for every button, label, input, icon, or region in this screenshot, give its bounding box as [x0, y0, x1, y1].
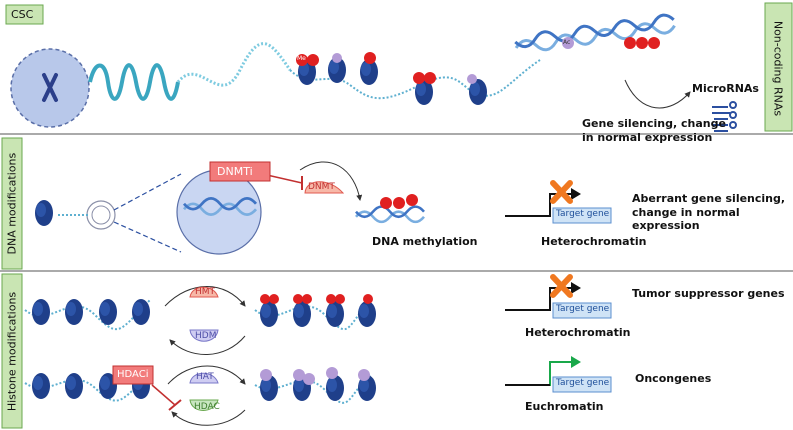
hat-enzyme [189, 372, 219, 384]
histone-heterochromatin-label: Heterochromatin [525, 326, 631, 339]
acetyl-mark [293, 369, 305, 381]
methyl-mark [307, 54, 319, 66]
acetyl-mark [467, 74, 477, 84]
acetyl-mark [332, 53, 342, 63]
hdaci-label: HDACi [117, 369, 149, 380]
methyl-mark [293, 294, 303, 304]
micrornas-label: MicroRNAs [692, 82, 759, 95]
methyl-mark [648, 37, 660, 49]
methyl-mark [269, 294, 279, 304]
chromatin-coil [88, 42, 292, 101]
dna-methylation-label: DNA methylation [372, 235, 478, 248]
methyl-mark [393, 197, 405, 209]
tumor-target-gene-label: Target gene [556, 304, 610, 314]
csc-label-box [5, 4, 44, 25]
gene-silencing-label: Gene silencing, change [582, 117, 726, 130]
methyl-mark [636, 37, 648, 49]
dnmti-label: DNMTi [217, 165, 253, 178]
nucleosome-fiber [289, 52, 541, 105]
methyl-mark [296, 54, 308, 66]
dna-modifications-box [1, 137, 23, 270]
dna-heterochromatin-label: Heterochromatin [541, 235, 647, 248]
silencing-arrow [624, 79, 691, 109]
hdm-label: HDM [195, 331, 217, 341]
dnmti-box [209, 161, 271, 182]
ac-mark-label: Ac [563, 39, 571, 46]
methyl-mark [335, 294, 345, 304]
methyl-mark [326, 294, 336, 304]
methyl-mark [363, 294, 373, 304]
methyl-mark [380, 197, 392, 209]
inhibit-line [151, 384, 176, 406]
hdaci-box [112, 365, 154, 385]
hmt-enzyme [189, 286, 219, 298]
histone-modifications-label: Histone modifications [5, 291, 19, 412]
methyl-mark [302, 294, 312, 304]
acetyl-mark [326, 367, 338, 379]
methyl-mark [364, 52, 376, 64]
acetyl-mark [358, 369, 370, 381]
gene-silencing-label-2: in normal expression [582, 131, 713, 144]
dna-panel [35, 161, 612, 255]
histone-modifications-box [1, 273, 23, 429]
me-mark-label: Me [297, 55, 306, 62]
tumor-suppressor-label: Tumor suppressor genes [632, 287, 785, 300]
aberrant-silencing-label-2: change in normal expression [632, 206, 740, 232]
hdm-enzyme [189, 329, 219, 342]
oncogene-target-gene-label: Target gene [556, 378, 610, 388]
methyl-mark [260, 294, 270, 304]
dnmt-label: DNMT [308, 182, 335, 192]
methyl-mark [624, 37, 636, 49]
methyl-mark [413, 72, 425, 84]
euchromatin-label: Euchromatin [525, 400, 604, 413]
non-coding-rnas-box [764, 2, 793, 132]
silenced-x-icon [550, 180, 573, 204]
dna-target-gene-label: Target gene [556, 209, 610, 219]
acetyl-mark [562, 37, 574, 49]
csc-label: CSC [11, 8, 34, 21]
silenced-x-icon [550, 274, 573, 298]
oncongenes-label: Oncongenes [635, 372, 712, 385]
csc-cell [10, 48, 90, 128]
hdac-enzyme [189, 399, 219, 411]
acetyl-mark [260, 369, 272, 381]
dna-modifications-label: DNA modifications [5, 152, 19, 255]
acetyl-mark [303, 373, 315, 385]
methyl-mark [406, 194, 418, 206]
aberrant-silencing-label: Aberrant gene silencing, [632, 192, 786, 205]
active-arrow-icon [571, 356, 581, 368]
hmt-label: HMT [195, 287, 216, 297]
non-coding-rnas-label: Non-coding RNAs [771, 20, 785, 117]
methyl-mark [424, 72, 436, 84]
histone-panel [24, 274, 612, 426]
inhibit-line [266, 174, 303, 184]
dnmt-enzyme [304, 181, 345, 194]
hat-label: HAT [196, 372, 214, 382]
hdac-label: HDAC [194, 402, 220, 412]
microrna-icon [712, 101, 737, 132]
